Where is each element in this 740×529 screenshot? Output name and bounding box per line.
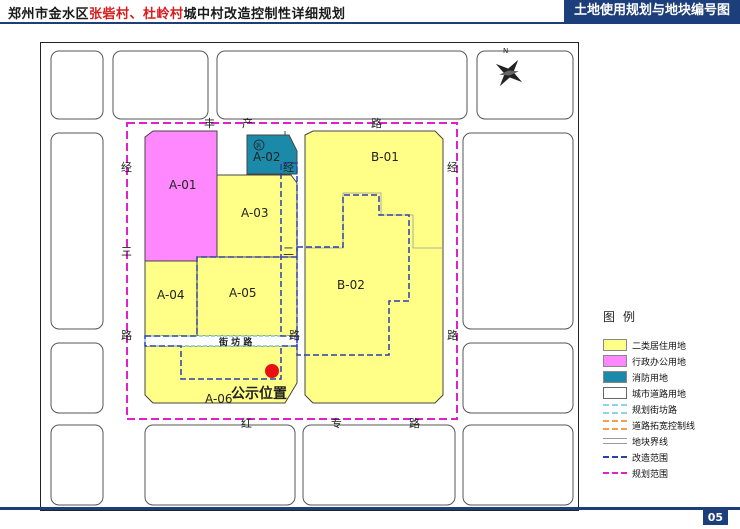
fire-station-char: 消 [255,142,261,150]
header-badge: 土地使用规划与地块编号图 [564,0,740,22]
legend-item: 二类居住用地 [603,338,686,352]
parcel-b[interactable] [304,130,444,404]
road-char-zhuan: 专 [331,416,342,430]
page-number: 05 [702,510,728,525]
label-a04: A-04 [157,288,185,302]
header-title: 郑州市金水区张砦村、杜岭村城中村改造控制性详细规划 [8,3,346,22]
title-village-names: 张砦村、杜岭村 [89,7,184,22]
block-s2 [302,424,456,506]
legend-swatch [603,339,627,351]
parcel-a04[interactable] [144,260,198,337]
road-char-jing-m: 经 [283,161,294,174]
block-ne [476,50,574,120]
road-char-jing-r: 经 [447,161,458,174]
announcement-marker[interactable] [265,364,279,378]
reform-boundary-b [296,194,410,356]
legend-item: 行政办公用地 [603,354,686,368]
footer-bar [0,507,740,510]
fire-station-symbol [253,139,265,151]
legend-swatch [603,420,627,430]
label-a03: A-03 [241,206,269,220]
road-char-lu-m: 路 [289,329,300,342]
block-e1 [462,132,574,330]
block-n1 [112,50,209,120]
legend-swatch [603,387,627,399]
legend-label: 改造范围 [632,453,669,464]
label-a05: A-05 [229,286,257,300]
legend-label: 城市道路用地 [632,389,687,400]
block-w2 [50,342,104,414]
legend-swatch [603,438,627,444]
legend-swatch [603,355,627,367]
parcel-a01[interactable] [144,130,218,262]
legend-item: 规划范围 [603,466,668,480]
map-canvas: 丰 产 路 经 三 路 经 二 路 经 路 红 专 路 街 坊 路 A-01 A… [50,47,574,506]
label-a01: A-01 [169,178,197,192]
legend-title: 图例 [603,310,644,324]
north-arrow-icon [495,59,523,87]
road-char-jing-l: 经 [121,161,132,174]
road-char-lu1: 路 [371,117,382,130]
label-b02: B-02 [337,278,365,292]
legend-label: 规划街坊路 [632,405,678,416]
legend-label: 行政办公用地 [632,357,687,368]
planning-boundary [126,122,458,420]
road-char-er-m: 二 [283,245,294,258]
legend-label: 地块界线 [632,437,669,448]
block-nw [50,50,104,120]
header-divider [0,22,740,24]
block-e2 [462,342,574,414]
road-char-lu-l: 路 [121,329,132,342]
road-char-lu-r: 路 [447,329,458,342]
legend-swatch [603,371,627,383]
legend-swatch [603,404,627,414]
road-char-chan: 产 [242,116,253,130]
block-n2 [216,50,468,120]
label-b01: B-01 [371,150,399,164]
block-se [462,424,574,506]
legend-label: 二类居住用地 [632,341,687,352]
legend-item: 规划街坊路 [603,402,677,416]
legend-item: 改造范围 [603,450,668,464]
label-a02: A-02 [253,150,281,164]
jiefang-road-label: 街 坊 路 [218,336,253,348]
legend-label: 规划范围 [632,469,669,480]
legend-label: 消防用地 [632,373,669,384]
legend-swatch [603,456,627,458]
label-a06: A-06 [205,392,233,406]
north-label: N [503,47,508,55]
legend-label: 道路拓宽控制线 [632,421,696,432]
title-part3: 城中村改造控制性详细规划 [183,7,346,22]
block-s1 [144,424,296,506]
reform-boundary [144,162,298,380]
map-frame: 丰 产 路 经 三 路 经 二 路 经 路 红 专 路 街 坊 路 A-01 A… [40,42,579,511]
block-w1 [50,132,104,330]
road-char-san-l: 三 [121,245,132,258]
legend-item: 道路拓宽控制线 [603,418,695,432]
title-part1: 郑州市金水区 [8,7,90,22]
road-char-feng: 丰 [204,117,215,130]
legend-item: 地块界线 [603,434,668,448]
legend-item: 消防用地 [603,370,668,384]
announcement-label: 公示位置 [231,385,287,402]
surrounding-blocks [50,50,574,506]
block-sw [50,424,104,506]
road-char-hong: 红 [241,417,252,430]
legend-swatch [603,472,627,474]
legend-item: 城市道路用地 [603,386,686,400]
road-char-lu-s: 路 [409,417,420,430]
